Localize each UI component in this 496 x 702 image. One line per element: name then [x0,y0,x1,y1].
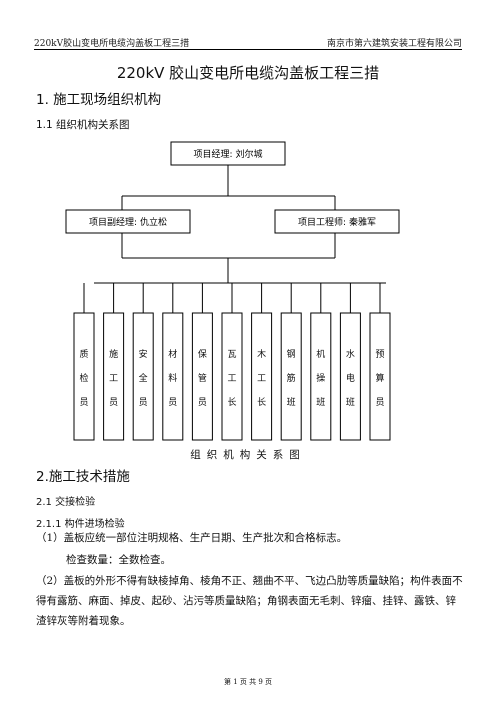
role-box [132,312,154,441]
role-char: 木 [257,350,267,360]
role-label: 材料员 [163,345,183,417]
role-box [162,312,184,441]
section-2-1-1-heading: 2.1.1 构件进场检验 [36,519,125,530]
role-box [310,312,332,441]
header-left: 220kV胶山变电所电缆沟盖板工程三措 [34,39,190,49]
deputy-label: 项目副经理: 仇立松 [89,216,167,228]
role-label: 质检员 [74,345,94,417]
role-char: 员 [168,398,178,408]
role-char: 安 [138,350,148,360]
paragraph-1: （1）盖板应统一部位注明规格、生产日期、生产批次和合格标志。 [36,532,348,544]
role-label: 钢筋班 [281,345,301,417]
role-char: 电 [345,374,355,384]
role-char: 员 [197,398,207,408]
role-char: 长 [227,398,237,408]
role-label: 机操班 [311,345,331,417]
role-char: 长 [257,398,267,408]
role-label: 水电班 [340,345,360,417]
role-char: 施 [109,350,119,360]
role-char: 管 [197,374,207,384]
role-char: 操 [316,374,326,384]
role-label: 施工员 [104,345,124,417]
role-box [221,312,243,441]
role-char: 检 [79,374,89,384]
role-label: 安全员 [133,345,153,417]
role-box [73,312,95,441]
role-char: 预 [375,350,385,360]
role-char: 班 [316,398,326,408]
role-label: 瓦工长 [222,345,242,417]
role-char: 水 [345,350,355,360]
role-box [251,312,273,441]
role-char: 钢 [286,350,296,360]
role-char: 班 [345,398,355,408]
role-char: 工 [109,374,119,384]
paragraph-2: 检查数量：全数检查。 [66,554,171,566]
page-header: 220kV胶山变电所电缆沟盖板工程三措 南京市第六建筑安装工程有限公司 [34,36,462,49]
role-char: 员 [138,398,148,408]
role-char: 材 [168,350,178,360]
section-2-heading: 2.施工技术措施 [36,469,130,485]
role-char: 全 [138,374,148,384]
role-char: 员 [375,398,385,408]
role-box [339,312,361,441]
role-box [280,312,302,441]
role-char: 工 [227,374,237,384]
role-char: 工 [257,374,267,384]
role-label: 木工长 [252,345,272,417]
role-char: 员 [109,398,119,408]
role-label: 保管员 [192,345,212,417]
section-1-heading: 1. 施工现场组织机构 [36,92,162,108]
role-char: 保 [197,350,207,360]
document-title: 220kV 胶山变电所电缆沟盖板工程三措 [116,64,380,82]
role-box [369,312,391,441]
engineer-label: 项目工程师: 秦雅军 [298,216,376,228]
role-char: 算 [375,374,385,384]
role-char: 班 [286,398,296,408]
role-char: 机 [316,350,326,360]
role-char: 质 [79,350,89,360]
role-char: 筋 [286,374,296,384]
manager-label: 项目经理: 刘尔城 [194,148,263,160]
role-char: 料 [168,374,178,384]
section-1-1-heading: 1.1 组织机构关系图 [36,119,130,131]
role-box [103,312,125,441]
section-2-1-heading: 2.1 交接检验 [36,497,96,508]
deputy-box [65,209,191,234]
role-char: 瓦 [227,350,237,360]
role-box [191,312,213,441]
role-char: 员 [79,398,89,408]
role-label: 预算员 [370,345,390,417]
org-chart-caption: 组织机构关系图 [190,449,306,461]
page-footer: 第 1 页 共 9 页 [223,678,273,686]
header-rule [34,49,462,50]
engineer-box [274,209,400,234]
paragraph-3: （2）盖板的外形不得有缺棱掉角、棱角不正、翘曲不平、飞边凸肋等质量缺陷；构件表面… [36,575,463,627]
header-right: 南京市第六建筑安装工程有限公司 [326,39,462,49]
